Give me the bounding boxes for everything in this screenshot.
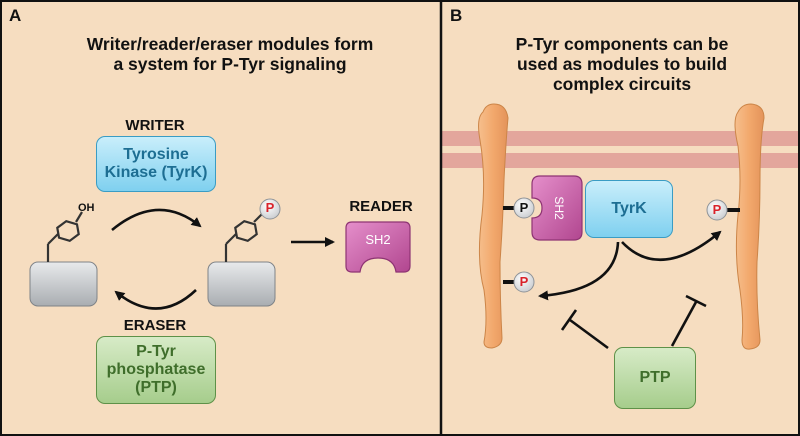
tyrosine-phosphorylated [224, 213, 263, 262]
eraser-box-line2: phosphatase [106, 361, 206, 378]
sh2-domain [531, 175, 583, 241]
eraser-box-line3: (PTP) [135, 379, 177, 396]
phosphate-circle-new-left [513, 271, 535, 293]
phospho-label-a: P [265, 200, 275, 215]
panel-b-title-line2: used as modules to build [516, 54, 728, 74]
phosphate-circle-new-right [706, 199, 728, 221]
tyrk-label: TyrK [611, 200, 647, 217]
eraser-heading: ERASER [123, 317, 187, 334]
membrane-band-top [442, 131, 799, 146]
eraser-box: P-Tyr phosphatase (PTP) [96, 336, 216, 404]
ptp-inhibition-left [560, 309, 609, 350]
phosphorylation-arrow [111, 208, 202, 232]
panel-b-title: P-Tyr components can be used as modules … [462, 34, 782, 94]
reader-sh2-label: SH2 [365, 232, 391, 247]
hydroxyl-label: OH [78, 202, 95, 214]
tyrk-to-left-arrow [538, 241, 620, 301]
ptp-box: PTP [614, 347, 696, 409]
sh2-reader-module [345, 221, 411, 273]
phosphate-circle-a [259, 198, 281, 220]
reader-heading: READER [349, 198, 413, 215]
panel-b-title-line3: complex circuits [552, 74, 692, 94]
membrane-band-bottom [442, 153, 799, 168]
phospho-label-bound: P [519, 200, 529, 215]
panel-a-title: Writer/reader/eraser modules form a syst… [30, 34, 430, 74]
writer-box: Tyrosine Kinase (TyrK) [96, 136, 216, 192]
sh2-domain-label: SH2 [552, 196, 566, 220]
tyrk-to-right-arrow [621, 230, 722, 262]
writer-box-line2: Kinase (TyrK) [104, 164, 208, 181]
dephosphorylation-arrow [114, 289, 197, 310]
phospho-label-left: P [519, 274, 529, 289]
ptp-label: PTP [639, 369, 671, 386]
panel-b-title-line1: P-Tyr components can be [515, 34, 729, 54]
tyrk-box: TyrK [585, 180, 673, 238]
phosphate-circle-bound [513, 197, 535, 219]
phospho-label-right: P [712, 202, 722, 217]
panel-a-title-line1: Writer/reader/eraser modules form [86, 34, 374, 54]
panel-b-letter: B [450, 6, 463, 25]
panel-a-letter: A [9, 6, 22, 25]
writer-box-line1: Tyrosine [123, 146, 189, 163]
substrate-protein-right [207, 261, 276, 307]
substrate-protein-left [29, 261, 98, 307]
receptor-left [478, 103, 509, 349]
eraser-box-line1: P-Tyr [136, 343, 176, 360]
ptp-inhibition-right [670, 294, 707, 347]
panel-a-title-line2: a system for P-Tyr signaling [113, 54, 347, 74]
writer-heading: WRITER [125, 117, 185, 134]
panel-a-background [1, 1, 441, 435]
tyrosine-unphosphorylated [46, 211, 83, 262]
